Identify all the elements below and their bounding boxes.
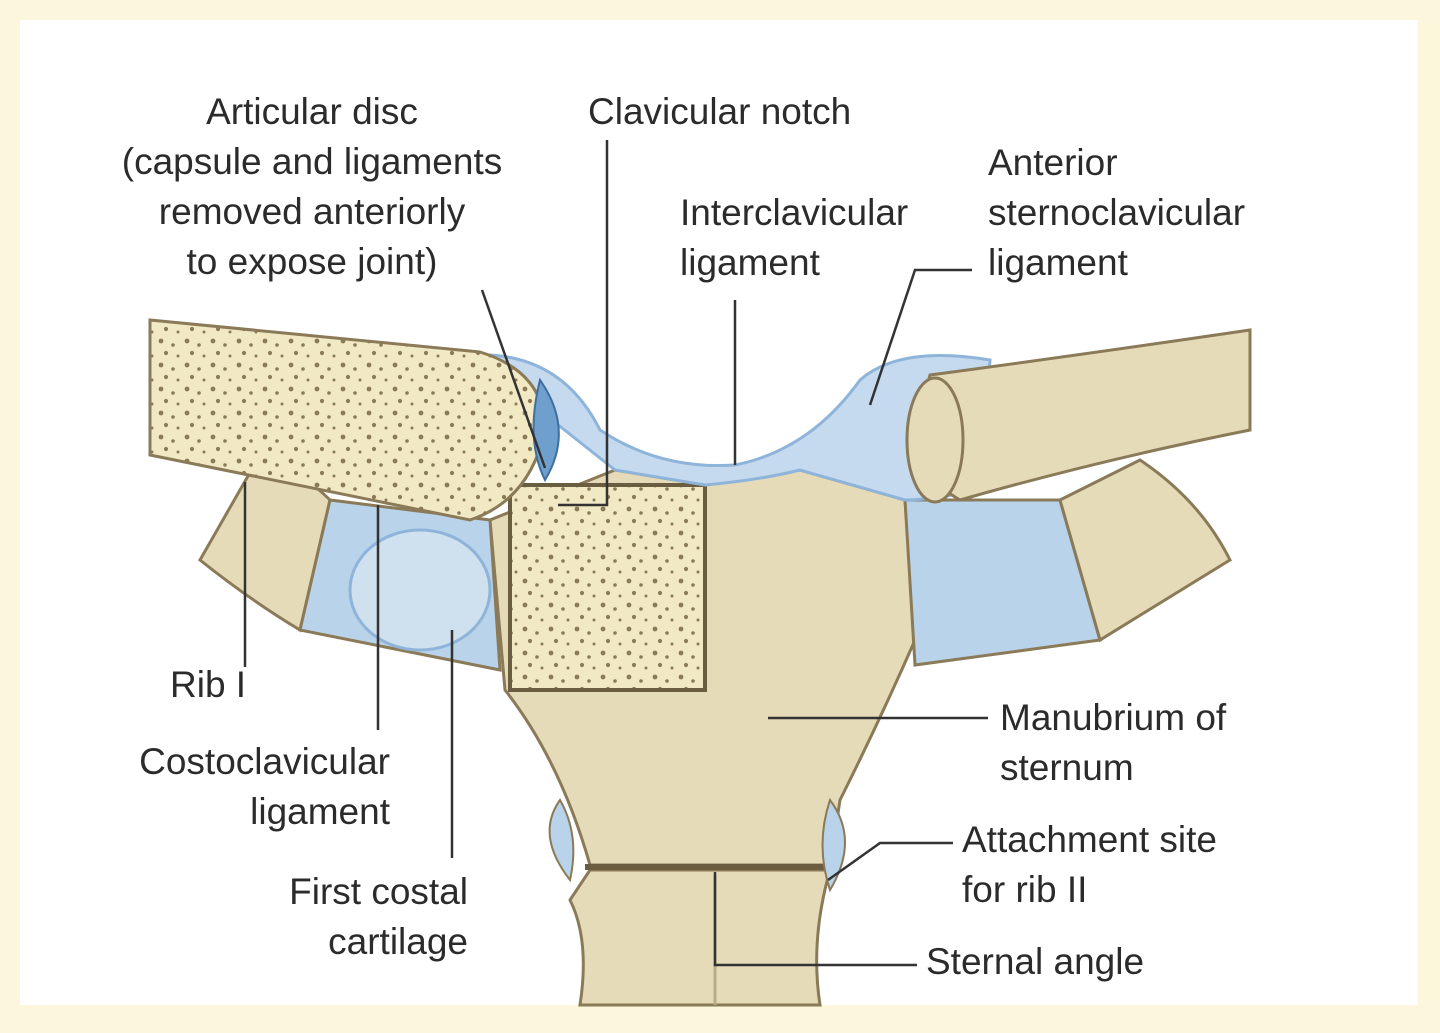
sternal-body xyxy=(568,868,832,1007)
label-line: sternoclavicular xyxy=(988,192,1246,233)
costoclavicular-ligament-shape xyxy=(348,528,492,652)
label-line: ligament xyxy=(250,791,390,832)
leader-anterior-sternoclavicular xyxy=(868,268,972,406)
label-line: Attachment site xyxy=(962,819,1218,860)
left-clavicle xyxy=(148,318,547,522)
label-line: cartilage xyxy=(328,921,468,962)
label-line: sternum xyxy=(1000,747,1134,788)
right-clavicle xyxy=(920,328,1252,502)
label-line: First costal xyxy=(289,871,468,912)
label-attachment-site-rib-ii: Attachment site for rib II xyxy=(962,815,1217,915)
label-rib-i: Rib I xyxy=(170,660,246,710)
label-line: Manubrium of xyxy=(1000,697,1227,738)
label-clavicular-notch: Clavicular notch xyxy=(588,87,851,137)
label-line: for rib II xyxy=(962,869,1088,910)
label-line: Sternal angle xyxy=(926,941,1145,982)
rib-ii-attachment-right xyxy=(821,797,846,893)
label-line: Anterior xyxy=(988,142,1118,183)
leader-clavicular-notch xyxy=(558,140,609,507)
label-line: to expose joint) xyxy=(186,241,438,282)
label-line: Costoclavicular xyxy=(139,741,390,782)
label-costoclavicular-ligament: Costoclavicular ligament xyxy=(60,737,390,837)
label-first-costal-cartilage: First costal cartilage xyxy=(200,867,468,967)
manubrium-cut-surface xyxy=(508,483,707,692)
label-interclavicular-ligament: Interclavicular ligament xyxy=(680,188,908,288)
ligament-band xyxy=(465,353,992,502)
right-first-rib xyxy=(1058,458,1232,643)
label-anterior-sternoclavicular-ligament: Anterior sternoclavicular ligament xyxy=(988,138,1245,288)
right-clavicle-end xyxy=(905,376,965,504)
label-line: (capsule and ligaments xyxy=(121,141,503,182)
rib-ii-attachment-left xyxy=(548,798,575,883)
label-manubrium-of-sternum: Manubrium of sternum xyxy=(1000,693,1226,793)
label-line: removed anteriorly xyxy=(158,191,466,232)
label-articular-disc: Articular disc (capsule and ligaments re… xyxy=(92,87,532,287)
label-line: Articular disc xyxy=(206,91,418,132)
label-line: Clavicular notch xyxy=(588,91,852,132)
leader-lines xyxy=(243,140,988,967)
label-line: ligament xyxy=(680,242,820,283)
label-sternal-angle: Sternal angle xyxy=(926,937,1144,987)
label-line: Rib I xyxy=(170,664,247,705)
label-line: ligament xyxy=(988,242,1128,283)
leader-articular-disc xyxy=(480,289,547,469)
leader-attachment-site xyxy=(827,841,953,882)
label-line: Interclavicular xyxy=(680,192,909,233)
leader-sternal-angle xyxy=(713,872,917,967)
